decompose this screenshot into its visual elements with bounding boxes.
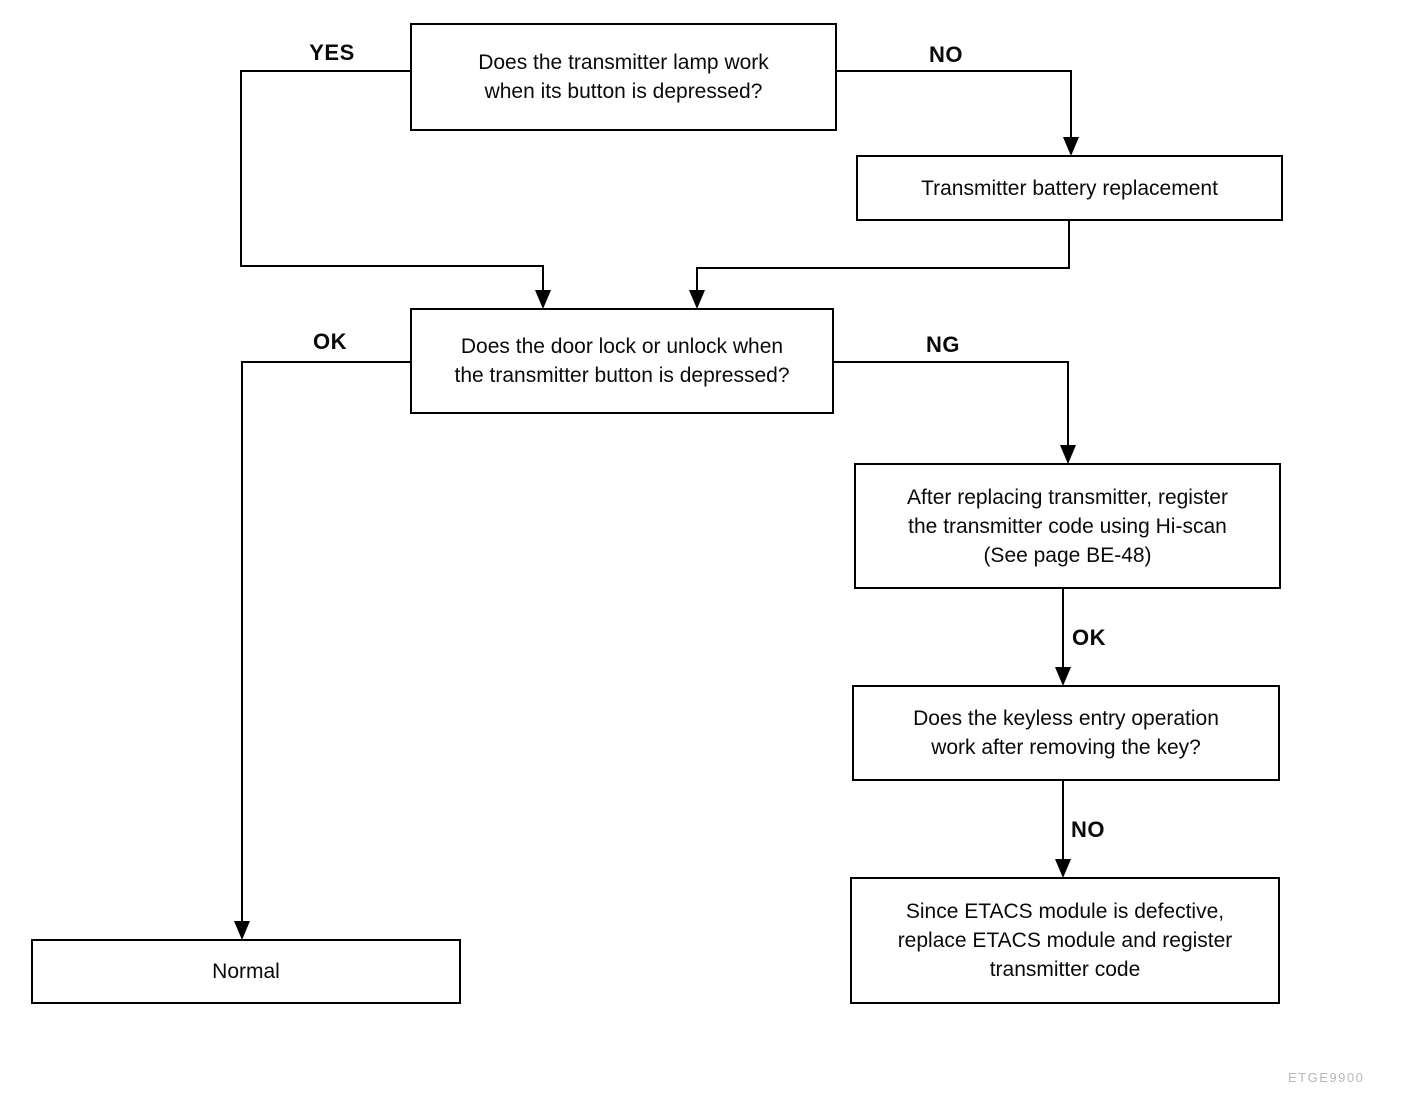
branch-label-ok: OK [313, 329, 347, 354]
connector-line [542, 265, 544, 292]
connector-line [240, 265, 544, 267]
branch-label-no: NO [929, 42, 963, 67]
branch-label-yes: YES [309, 40, 355, 65]
figure-code: ETGE9900 [1288, 1070, 1365, 1085]
connector-line [696, 267, 1070, 269]
connector-line [1070, 70, 1072, 138]
branch-label-ok-2: OK [1072, 625, 1106, 650]
node-etacs-defective: Since ETACS module is defective, replace… [850, 877, 1280, 1004]
node-battery-replacement: Transmitter battery replacement [856, 155, 1283, 221]
connector-line [242, 361, 412, 363]
connector-line [1068, 220, 1070, 269]
connector-line [1062, 589, 1064, 668]
connector-line [240, 70, 242, 267]
arrowhead-down-icon [1055, 859, 1071, 878]
connector-line [240, 70, 412, 72]
connector-line [241, 361, 243, 922]
connector-line [696, 267, 698, 292]
arrowhead-down-icon [535, 290, 551, 309]
node-register-transmitter-code: After replacing transmitter, register th… [854, 463, 1281, 589]
connector-line [1062, 781, 1064, 860]
arrowhead-down-icon [689, 290, 705, 309]
connector-line [1067, 361, 1069, 446]
arrowhead-down-icon [1060, 445, 1076, 464]
arrowhead-down-icon [234, 921, 250, 940]
branch-label-no-2: NO [1071, 817, 1105, 842]
node-q-door-lock: Does the door lock or unlock when the tr… [410, 308, 834, 414]
connector-line [835, 70, 1072, 72]
arrowhead-down-icon [1063, 137, 1079, 156]
arrowhead-down-icon [1055, 667, 1071, 686]
connector-line [832, 361, 1069, 363]
node-normal: Normal [31, 939, 461, 1004]
node-q-transmitter-lamp: Does the transmitter lamp work when its … [410, 23, 837, 131]
node-q-keyless-entry: Does the keyless entry operation work af… [852, 685, 1280, 781]
branch-label-ng: NG [926, 332, 960, 357]
